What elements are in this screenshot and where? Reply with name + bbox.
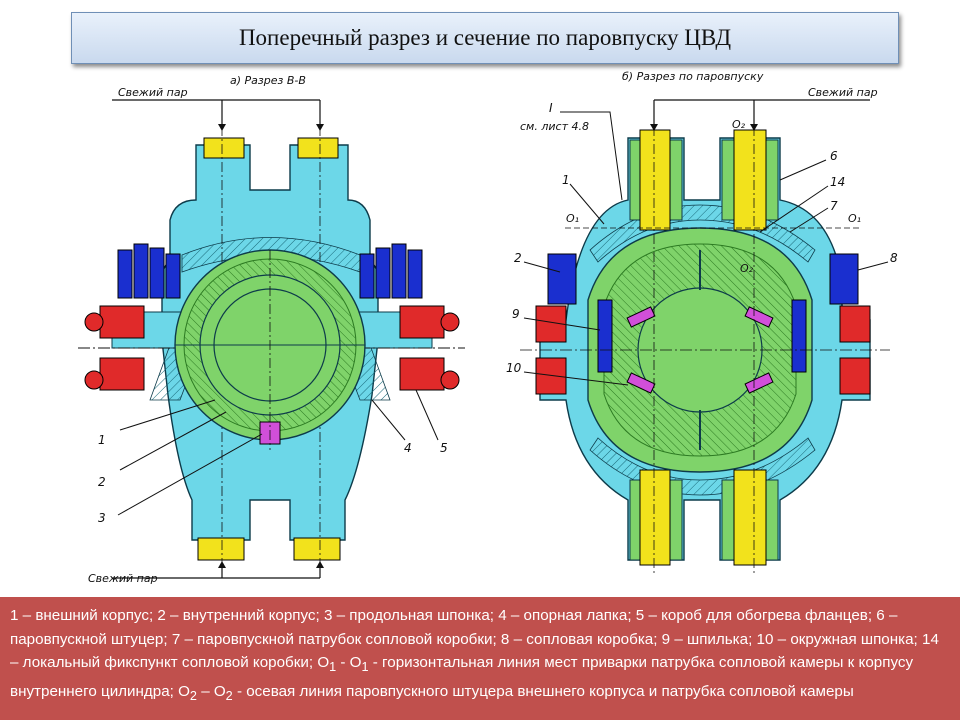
callout-leader-r8 (857, 261, 889, 271)
right-section-view: б) Разрез по паровпуску Свежий пар I см.… (506, 70, 898, 575)
callout-2: 2 (98, 475, 106, 489)
right-stud-left (597, 299, 613, 373)
callout-r6: 6 (830, 149, 838, 163)
callout-r14: 14 (830, 175, 845, 189)
left-steam-fittings (197, 137, 341, 561)
left-section-view: а) Разрез В-В Свежий пар (78, 74, 465, 585)
detail-ref-sheet: см. лист 4.8 (520, 120, 589, 133)
left-steam-leader-top (112, 99, 321, 128)
right-heater-right-bottom (839, 357, 871, 395)
mark-o2-top: O₂ (732, 118, 746, 131)
callout-leader-r7 (789, 207, 829, 233)
section-drawing: а) Разрез В-В Свежий пар (0, 68, 960, 598)
callout-leader-4 (371, 399, 406, 441)
right-steam-fitting-4 (733, 469, 767, 566)
callout-r2: 2 (514, 251, 522, 265)
callout-4: 4 (404, 441, 412, 455)
callout-leader-I (560, 111, 623, 201)
callout-3: 3 (98, 511, 106, 525)
right-view-heading: б) Разрез по паровпуску (622, 70, 764, 83)
legend-caption: 1 – внешний корпус; 2 – внутренний корпу… (0, 597, 960, 720)
left-steam-arrow-4 (316, 561, 324, 568)
right-steam-fitting-2 (733, 129, 767, 231)
callout-r8: 8 (890, 251, 898, 265)
right-heater-left-bottom (535, 357, 567, 395)
callout-5: 5 (440, 441, 448, 455)
callout-r1: 1 (562, 173, 570, 187)
right-flange-bolt-left (547, 253, 577, 305)
callout-r9: 9 (512, 307, 520, 321)
left-steam-label-top: Свежий пар (118, 86, 188, 99)
left-steam-label-bottom: Свежий пар (88, 572, 158, 585)
mark-o2-mid: O₂ (740, 262, 754, 275)
left-heater-boxes (84, 305, 460, 391)
right-heater-right-top (839, 305, 871, 343)
right-steam-fitting-1 (639, 129, 671, 231)
callout-leader-r14 (759, 185, 829, 233)
callout-leader-5 (415, 389, 439, 441)
callout-leader-r6 (779, 159, 827, 181)
mark-o1-left: O₁ (566, 212, 579, 225)
drawing-canvas: а) Разрез В-В Свежий пар (78, 70, 898, 585)
page-title: Поперечный разрез и сечение по паровпуск… (238, 25, 732, 50)
callout-leader-r9 (523, 317, 601, 331)
callout-leader-3 (117, 433, 263, 516)
callout-leader-r1 (569, 183, 605, 225)
callout-r10: 10 (506, 361, 522, 375)
right-circumferential-keys (626, 306, 774, 394)
right-flange-bolt-right (829, 253, 859, 305)
callout-leader-2 (119, 411, 227, 471)
right-steam-label: Свежий пар (808, 86, 878, 99)
right-stud-right (791, 299, 807, 373)
right-steam-leader (653, 99, 870, 128)
callout-leader-r10 (523, 371, 629, 386)
callout-leader-1 (119, 399, 216, 431)
title-bar: Поперечный разрез и сечение по паровпуск… (71, 12, 899, 64)
right-steam-fitting-3 (639, 469, 671, 566)
left-steam-arrow-3 (218, 561, 226, 568)
callout-r7: 7 (830, 199, 838, 213)
callout-1: 1 (98, 433, 106, 447)
mark-o1-right: O₁ (848, 212, 861, 225)
left-view-heading: а) Разрез В-В (230, 74, 306, 87)
left-blue-bolts (117, 243, 423, 299)
callout-leader-r2 (523, 261, 561, 273)
detail-ref-roman: I (549, 101, 553, 115)
